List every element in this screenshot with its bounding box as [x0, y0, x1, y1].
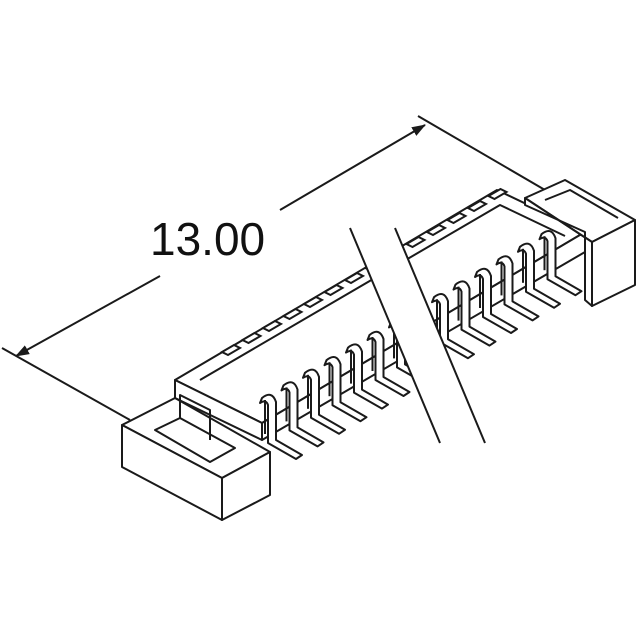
contact-pin	[517, 242, 561, 309]
contact-pin	[538, 230, 583, 297]
break-band	[349, 227, 486, 444]
contact-pin	[302, 368, 346, 435]
back-slot	[301, 295, 325, 309]
back-slot	[424, 223, 448, 237]
back-slot	[260, 319, 284, 333]
back-slot	[342, 271, 366, 285]
contact-pin	[259, 393, 303, 460]
back-slot	[486, 187, 509, 201]
dimension-line-right	[279, 124, 426, 211]
extension-line-right	[417, 115, 546, 191]
left-latch	[121, 394, 271, 521]
contact-pin	[474, 267, 518, 334]
back-slot	[404, 235, 427, 249]
back-slot	[281, 307, 304, 321]
contact-pin	[280, 381, 325, 448]
right-latch	[524, 179, 636, 307]
contact-pin	[495, 255, 540, 322]
contact-pin	[345, 343, 389, 410]
extension-line-left	[1, 347, 131, 421]
contact-pin	[323, 356, 368, 423]
back-slot	[219, 343, 243, 357]
dimension-label: 13.00	[150, 213, 266, 265]
back-slot	[465, 199, 489, 213]
dimension-line-left	[15, 275, 161, 357]
contact-pin	[366, 330, 411, 397]
back-slot	[322, 283, 345, 297]
back-slot	[445, 211, 468, 225]
contact-pin	[452, 280, 497, 347]
back-slot	[240, 331, 263, 345]
